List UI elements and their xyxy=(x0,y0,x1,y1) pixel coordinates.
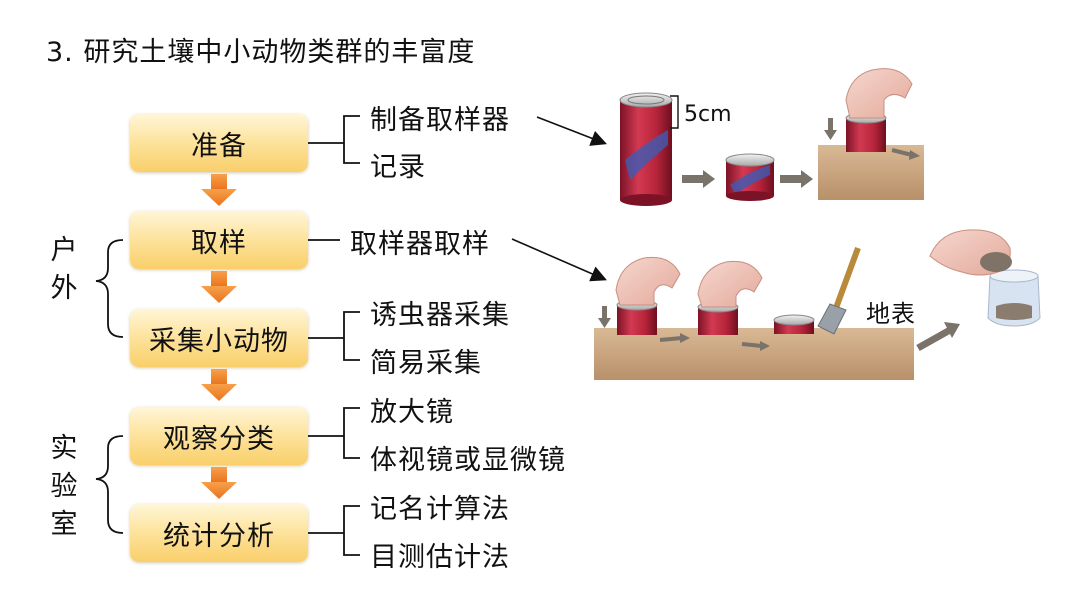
flow-arrow-3 xyxy=(201,369,237,401)
flow-arrow-2 xyxy=(201,271,237,303)
brace-lab xyxy=(96,436,123,533)
insert-can-soil-illustration xyxy=(818,69,924,200)
jar-transfer-illustration xyxy=(930,230,1040,326)
brace-outdoor xyxy=(96,240,123,337)
short-can-illustration xyxy=(726,154,774,201)
gray-arrow-1 xyxy=(682,170,715,188)
flow-arrow-1 xyxy=(201,174,237,206)
gray-arrow-3 xyxy=(918,322,960,348)
pointer-arrow-sampling xyxy=(512,239,604,279)
flow-arrow-4 xyxy=(201,467,237,499)
pointer-arrow-sampler xyxy=(537,117,604,143)
tall-can-illustration xyxy=(620,93,678,206)
field-sampling-illustration xyxy=(594,248,914,380)
gray-arrow-2 xyxy=(780,170,813,188)
